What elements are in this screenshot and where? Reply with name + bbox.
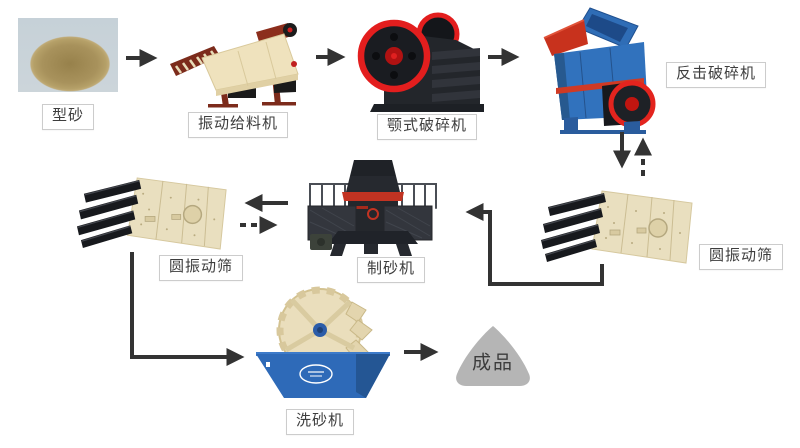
- connector-screen-right-to-sand-maker: [465, 203, 604, 286]
- sand-making-machine-icon: [307, 160, 437, 256]
- label-vibrating-feeder: 振动给料机: [187, 112, 289, 138]
- impact-crusher-image: [540, 4, 672, 135]
- label-impact-crusher: 反击破碎机: [665, 62, 767, 88]
- label-finished-product: 成品: [471, 352, 515, 374]
- vibrating-feeder-image: [168, 20, 312, 110]
- sand-washer-image: [256, 286, 392, 400]
- circular-vibrating-screen-left-image: [76, 170, 234, 254]
- vibrating-feeder-icon: [170, 23, 299, 108]
- label-screen-right: 圆振动筛: [698, 244, 784, 270]
- impact-crusher-icon: [543, 7, 656, 134]
- circular-vibrating-screen-right-image: [540, 183, 700, 268]
- vibrating-screen-icon: [541, 190, 693, 264]
- sand-making-machine-image: [298, 156, 442, 258]
- connector-screen-left-to-washer: [130, 252, 245, 366]
- label-raw-sand: 型砂: [41, 104, 95, 130]
- sand-washer-icon: [256, 286, 390, 398]
- raw-sand-photo: [18, 18, 118, 92]
- finished-product-pile: [450, 324, 536, 388]
- label-sand-maker: 制砂机: [356, 257, 426, 283]
- jaw-crusher-icon: [357, 12, 484, 112]
- finished-product-icon: [456, 326, 530, 386]
- vibrating-screen-icon: [76, 177, 227, 250]
- label-sand-washer: 洗砂机: [285, 409, 355, 435]
- label-screen-left: 圆振动筛: [158, 255, 244, 281]
- label-jaw-crusher: 颚式破碎机: [376, 114, 478, 140]
- jaw-crusher-image: [356, 8, 488, 115]
